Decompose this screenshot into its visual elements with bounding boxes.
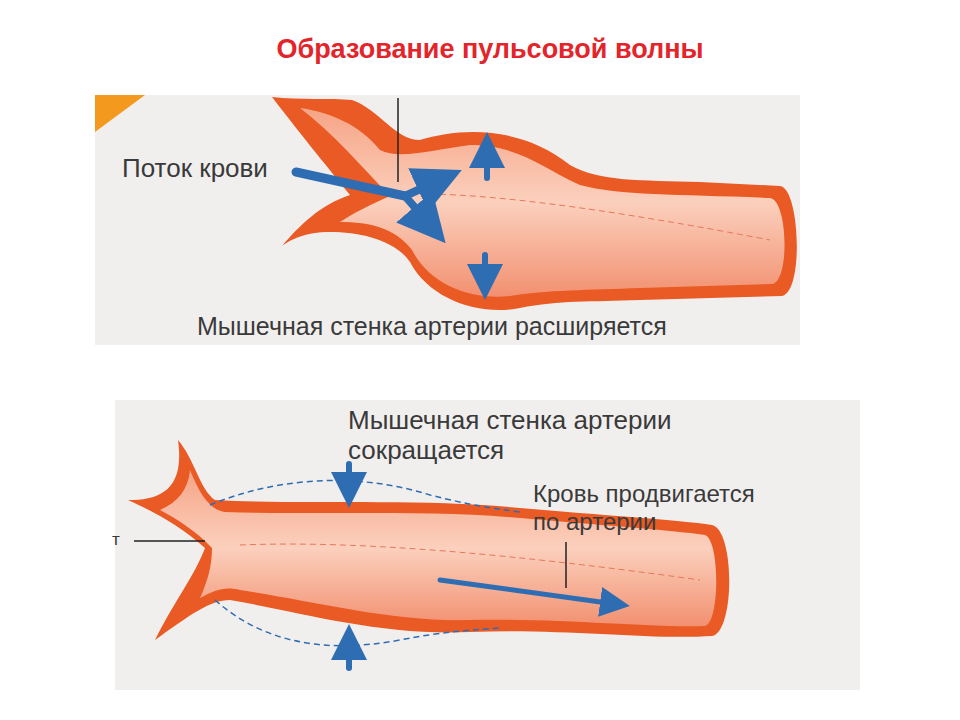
flow-label: Поток крови [122,154,268,184]
flow-arrows [296,150,487,282]
artery-contracted [128,440,729,646]
valve-label: т [112,530,120,550]
flow-label: Кровь продвигается по артерии [533,480,773,535]
diagram-title: Образование пульсовой волны [20,34,960,65]
wall-label: Мышечная стенка артерии сокращается [348,406,748,466]
wall-label: Мышечная стенка артерии расширяется [197,312,667,341]
artery-expanded [272,97,797,310]
panel [115,400,860,690]
corner-mark [95,95,145,132]
panel [95,95,800,345]
